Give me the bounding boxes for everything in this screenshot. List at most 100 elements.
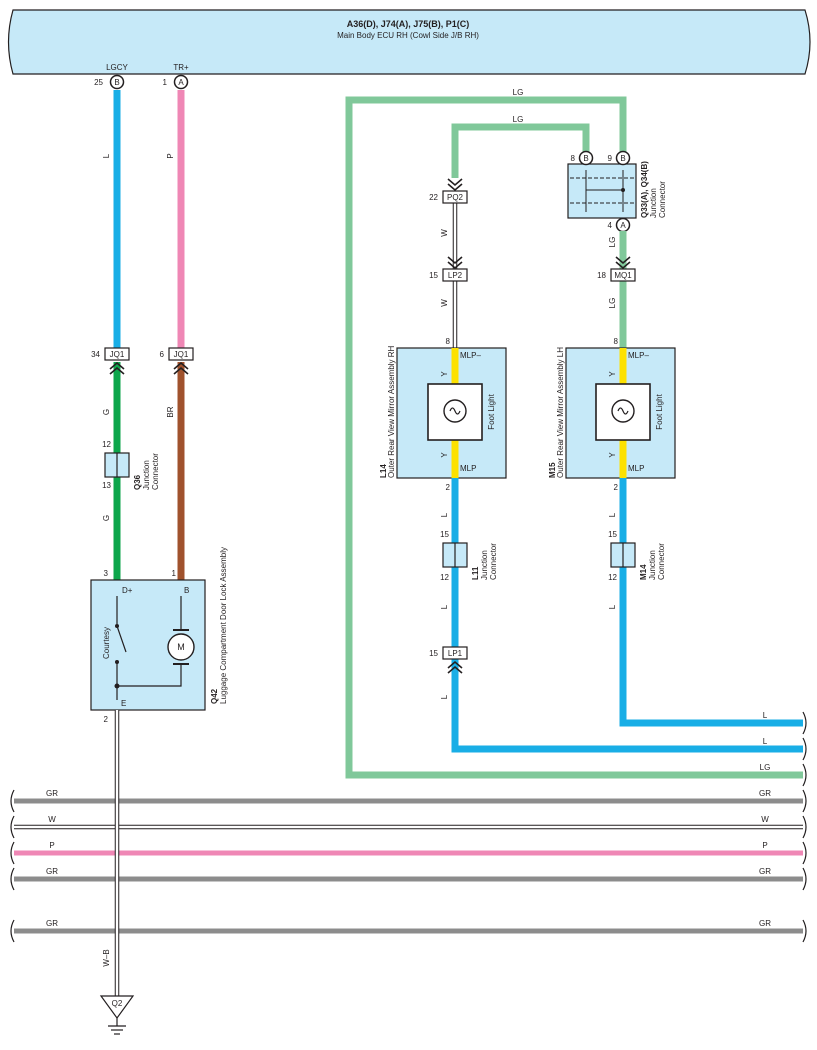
svg-text:2: 2	[104, 715, 109, 724]
courtesy-label: Courtesy	[102, 627, 111, 659]
wire-label-lg-bus: LG	[760, 763, 771, 772]
foot-light-rh-label: Foot Light	[487, 393, 496, 429]
svg-text:8: 8	[571, 154, 576, 163]
svg-text:Junction: Junction	[648, 550, 657, 580]
svg-text:12: 12	[608, 573, 617, 582]
svg-text:L: L	[440, 694, 449, 699]
bus-w-label-left: W	[48, 815, 56, 824]
door-lock-q42: 3 1 2 D+ B E M Courtesy Q42 Luggage Comp…	[90, 547, 228, 724]
svg-text:Q2: Q2	[112, 999, 123, 1008]
svg-text:MLP: MLP	[628, 464, 644, 473]
ecu-pin-tr-label: TR+	[173, 63, 189, 72]
mirror-rh-l14: Foot Light MLP– MLP 8 2 Y Y L14 Outer Re…	[379, 337, 507, 492]
svg-text:Y: Y	[608, 371, 617, 377]
ecu-pin-25: B 25	[94, 74, 125, 90]
foot-light-lh-label: Foot Light	[655, 393, 664, 429]
mirror-lh-m15: Foot Light MLP– MLP 8 2 Y Y M15 Outer Re…	[548, 337, 676, 492]
svg-text:6: 6	[160, 350, 165, 359]
svg-text:Y: Y	[440, 371, 449, 377]
svg-text:Connector: Connector	[151, 453, 160, 490]
svg-text:L: L	[440, 512, 449, 517]
svg-text:1: 1	[163, 78, 168, 87]
junction-q36: 12 13 Q36 Junction Connector	[102, 440, 160, 490]
svg-text:15: 15	[440, 530, 449, 539]
svg-text:LP1: LP1	[448, 649, 463, 658]
svg-text:9: 9	[608, 154, 613, 163]
svg-text:PQ2: PQ2	[447, 193, 464, 202]
junction-m14: 15 12 M14 Junction Connector	[608, 530, 666, 582]
connector-pq2: PQ2 22	[429, 178, 468, 204]
svg-text:Connector: Connector	[489, 543, 498, 580]
svg-text:Outer Rear View Mirror Assembl: Outer Rear View Mirror Assembly RH	[387, 345, 396, 478]
svg-text:2: 2	[446, 483, 451, 492]
svg-text:B: B	[184, 586, 189, 595]
svg-text:15: 15	[429, 271, 438, 280]
svg-text:Q36: Q36	[133, 474, 142, 490]
svg-text:Connector: Connector	[657, 543, 666, 580]
svg-text:M14: M14	[639, 564, 648, 580]
wire-label-w-rh-2: W	[440, 299, 449, 307]
svg-text:12: 12	[102, 440, 111, 449]
connector-mq1: MQ1 18	[597, 256, 636, 282]
svg-text:1: 1	[172, 569, 177, 578]
svg-text:Connector: Connector	[658, 181, 667, 218]
bus-gr-3-label-right: GR	[759, 919, 771, 928]
wire-label-lg-inner: LG	[513, 115, 524, 124]
svg-text:MLP–: MLP–	[460, 351, 481, 360]
ecu-pin-lgcy-label: LGCY	[106, 63, 128, 72]
svg-text:L14: L14	[379, 464, 388, 478]
ecu-block: A36(D), J74(A), J75(B), P1(C) Main Body …	[7, 9, 811, 75]
svg-text:B: B	[583, 154, 588, 163]
junction-q33-q34: B 8 B 9 A 4 Q33(A), Q34(B) Junction Conn…	[567, 150, 667, 233]
bus-lines: GR GR W W P P GR GR GR GR	[10, 711, 807, 943]
wire-label-lg-lh-1: LG	[608, 237, 617, 248]
svg-text:22: 22	[429, 193, 438, 202]
lock-id: Q42	[210, 688, 219, 704]
wire-label-w-rh-1: W	[440, 229, 449, 237]
svg-text:Junction: Junction	[649, 188, 658, 218]
svg-text:L: L	[608, 604, 617, 609]
svg-text:MQ1: MQ1	[614, 271, 632, 280]
wire-label-g-2: G	[102, 515, 111, 521]
svg-text:L11: L11	[471, 566, 480, 580]
bus-gr-1-label-right: GR	[759, 789, 771, 798]
lock-name: Luggage Compartment Door Lock Assembly	[219, 547, 228, 704]
wire-label-p-left: P	[166, 153, 175, 158]
ecu-title: A36(D), J74(A), J75(B), P1(C)	[347, 19, 470, 29]
wire-label-wb: W–B	[102, 949, 111, 966]
wire-lg-inner	[451, 123, 590, 178]
connector-lp2: LP2 15	[429, 256, 468, 282]
courtesy-switch-blade	[116, 625, 127, 653]
svg-text:B: B	[620, 154, 625, 163]
connector-lp1: LP1 15	[429, 646, 468, 674]
motor-label: M	[177, 642, 185, 652]
wire-label-lg-lh-2: LG	[608, 298, 617, 309]
svg-text:B: B	[114, 78, 119, 87]
wire-label-l-left: L	[102, 153, 111, 158]
svg-text:L: L	[608, 512, 617, 517]
motor-icon	[167, 633, 195, 661]
svg-text:12: 12	[440, 573, 449, 582]
bus-gr-1-label-left: GR	[46, 789, 58, 798]
wire-label-g-1: G	[102, 409, 111, 415]
wire-label-l-bus-1: L	[763, 711, 768, 720]
connector-jq1-6: JQ1 6	[160, 347, 194, 375]
bus-p-label-left: P	[49, 841, 54, 850]
bus-p-label-right: P	[762, 841, 767, 850]
svg-text:M15: M15	[548, 462, 557, 478]
svg-text:Outer Rear View Mirror Assembl: Outer Rear View Mirror Assembly LH	[556, 347, 565, 478]
wire-wb-ground: W–B	[102, 710, 120, 996]
svg-text:4: 4	[608, 221, 613, 230]
bus-gr-3-label-left: GR	[46, 919, 58, 928]
wire-l-rh	[451, 478, 803, 753]
wire-label-br: BR	[166, 406, 175, 417]
bus-gr-2-label-right: GR	[759, 867, 771, 876]
ground-q2: Q2	[99, 995, 135, 1035]
ecu-subtitle: Main Body ECU RH (Cowl Side J/B RH)	[337, 31, 479, 40]
wire-label-lg-top: LG	[513, 88, 524, 97]
svg-text:JQ1: JQ1	[174, 350, 189, 359]
svg-text:L: L	[440, 604, 449, 609]
svg-text:Y: Y	[608, 452, 617, 458]
ecu-pin-1: A 1	[163, 74, 189, 90]
